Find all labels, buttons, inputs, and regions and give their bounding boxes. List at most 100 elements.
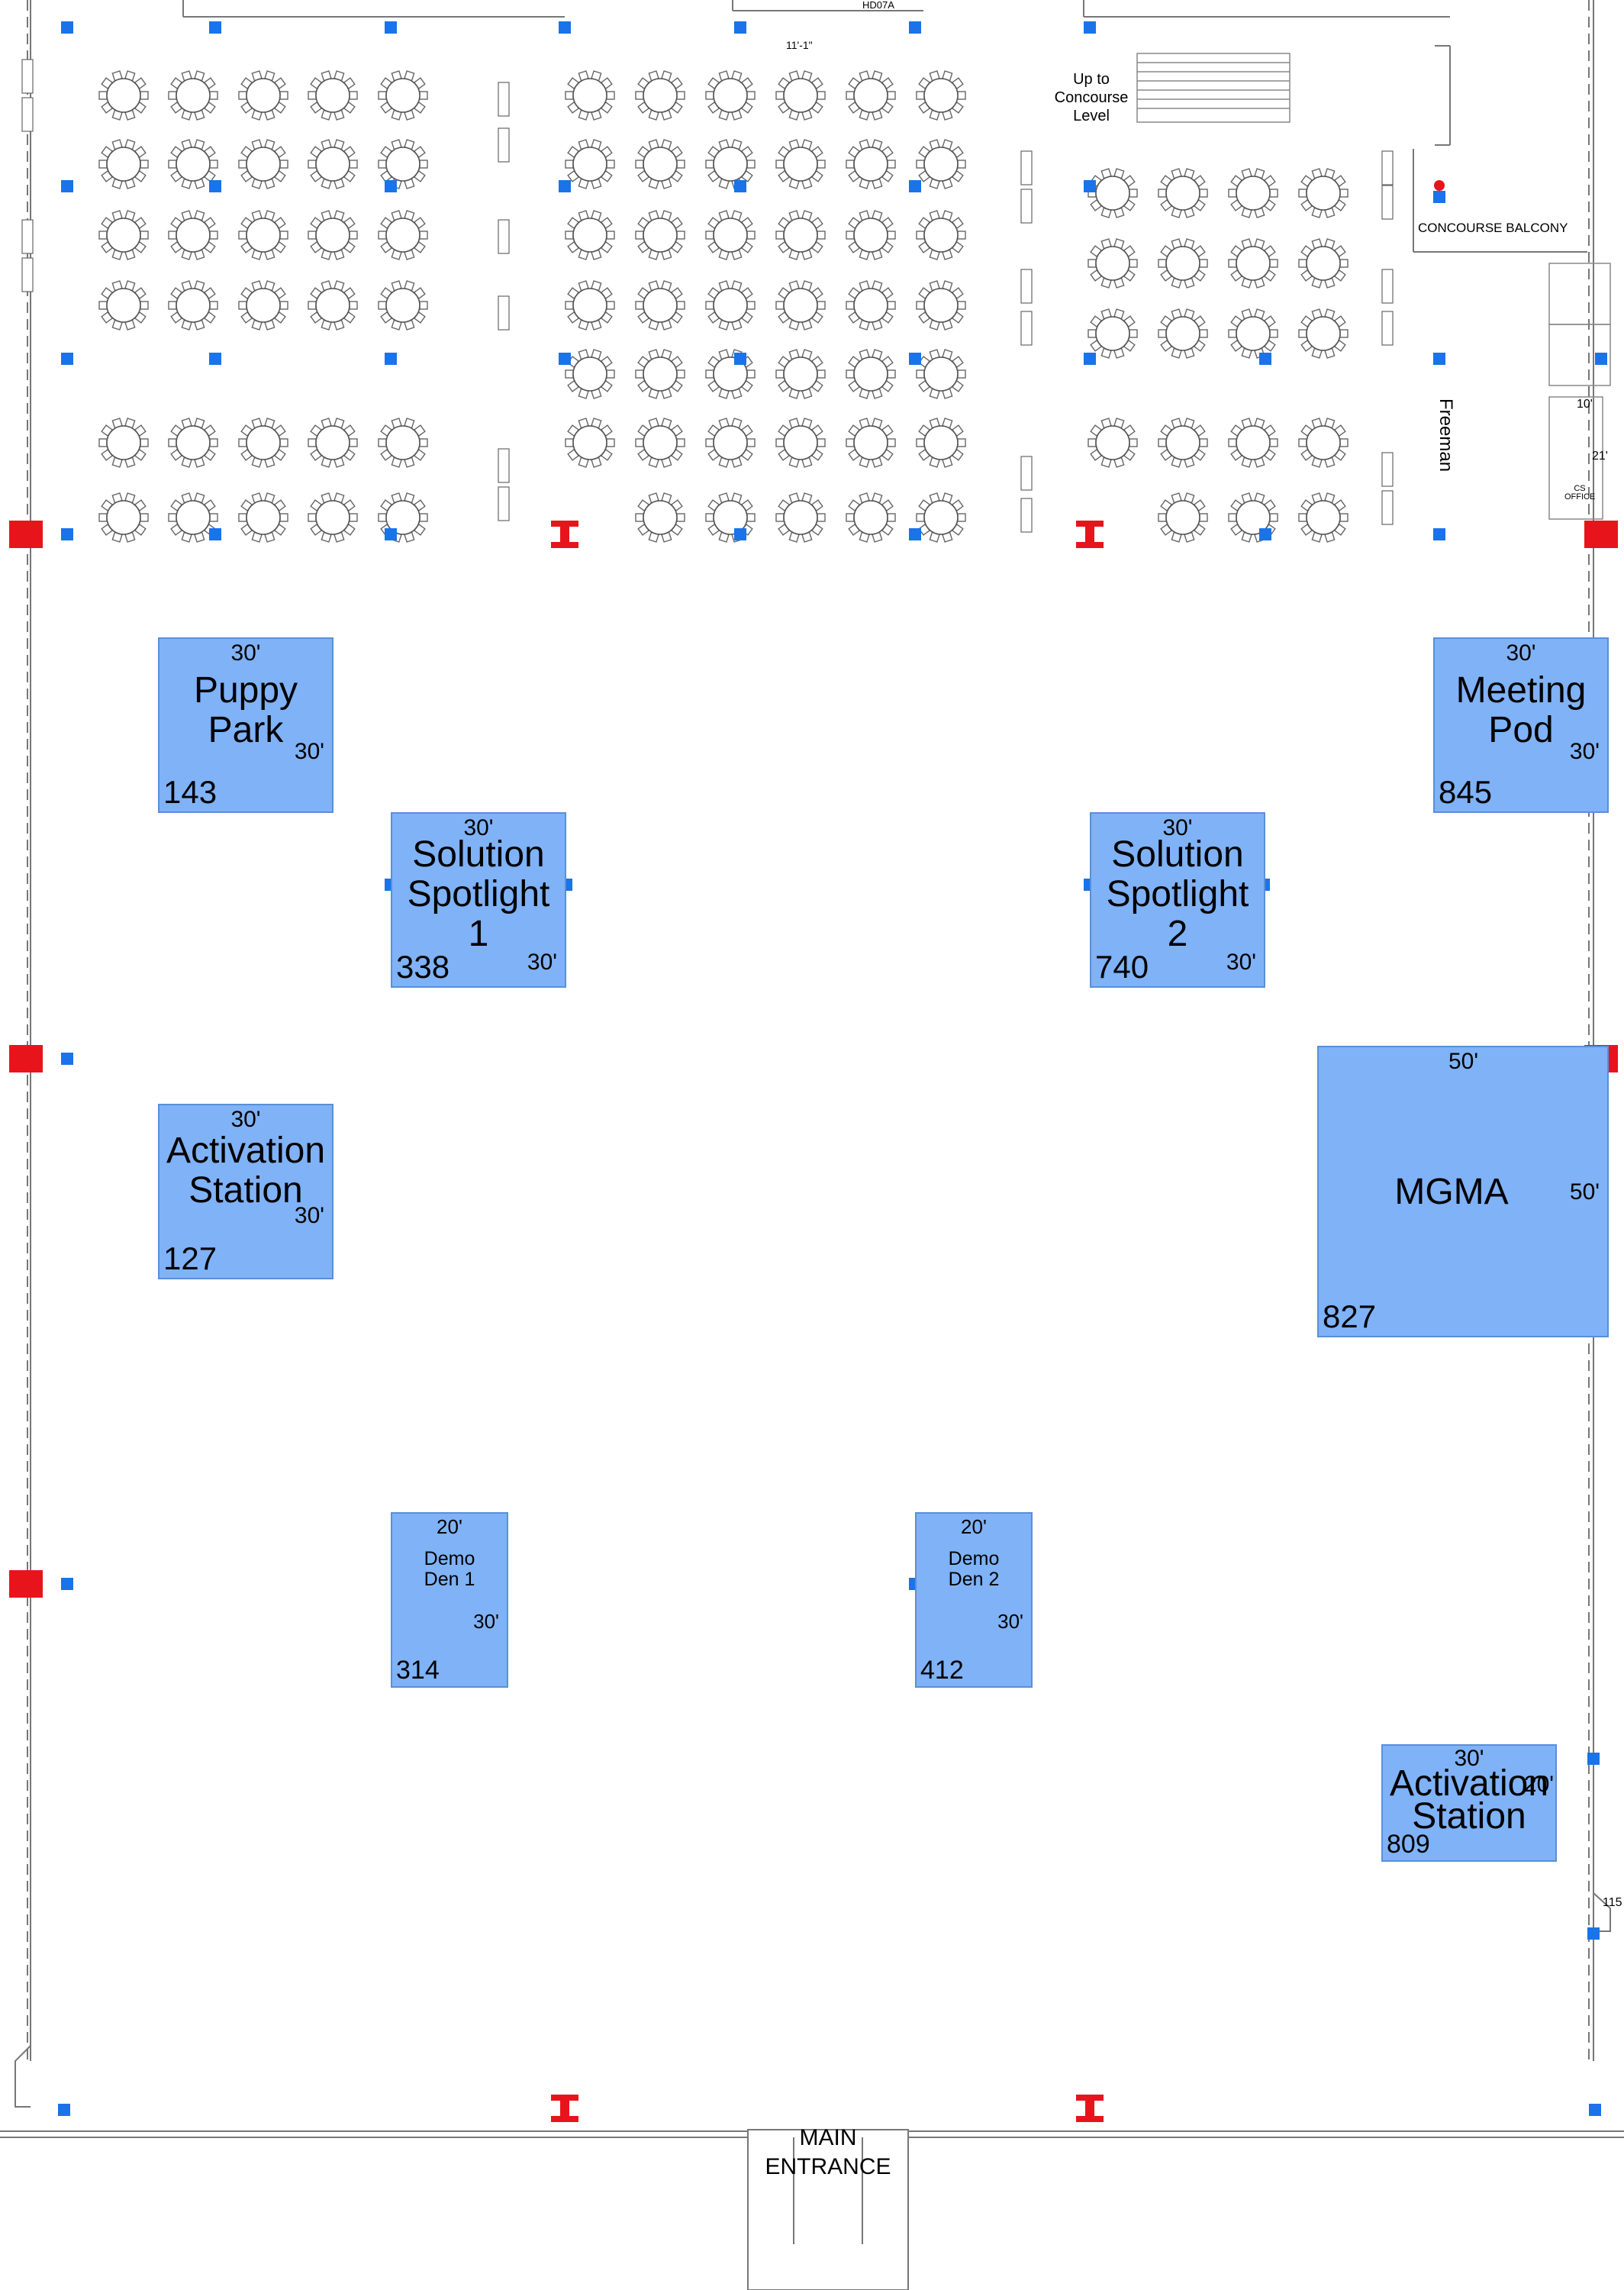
lectern-pad [1020,456,1033,491]
column-marker [1084,21,1096,34]
round-table [916,70,966,121]
lectern-pad [1381,185,1394,220]
column-marker [61,1053,73,1065]
booth-number: 127 [163,1240,218,1276]
booth-depth-label: 30' [1226,950,1256,975]
round-table [308,210,358,260]
booth-width-label: 20' [961,1515,987,1538]
round-table [635,492,685,543]
round-table [846,418,896,468]
round-table [1298,308,1348,359]
round-table [846,70,896,121]
booth-number: 827 [1323,1298,1377,1334]
round-table [378,70,428,121]
round-table [705,492,756,543]
round-table [705,139,756,189]
column-marker [385,180,397,192]
round-table [168,492,218,543]
booth-number: 740 [1095,949,1149,985]
round-table [98,418,149,468]
main-entrance-line1: MAIN [799,2125,857,2150]
column-marker [385,528,397,540]
column-marker [734,180,746,192]
column-marker [1084,180,1096,192]
lectern-pad [21,257,34,292]
booth-depth-label: 30' [1569,739,1600,764]
lectern-pad [21,219,34,254]
round-table [238,70,288,121]
round-table [846,139,896,189]
round-table [916,349,966,399]
lectern-pad [1020,498,1033,533]
round-table [565,418,615,468]
round-table [308,139,358,189]
round-table [1158,308,1208,359]
round-table [775,210,826,260]
lectern-pad [21,97,34,132]
office-area [1548,263,1611,520]
exit-marker [9,521,43,548]
round-tables [98,70,1348,543]
round-table [238,418,288,468]
round-table [1298,492,1348,543]
main-entrance-label[interactable]: MAIN ENTRANCE [763,2127,893,2179]
round-table [775,349,826,399]
booth-width-label: 20' [437,1515,462,1538]
lectern-pad [1381,269,1394,304]
booth-width-label: 50' [1448,1049,1479,1074]
booth-depth-label: 30' [473,1610,499,1633]
round-table [846,349,896,399]
round-table [705,210,756,260]
lectern-pad [498,486,510,521]
column-marker [1259,528,1271,540]
exit-door-marker [1076,2095,1104,2122]
booth-width-label: 30' [1162,815,1193,840]
exit-marker [1584,521,1618,548]
dimension-office-width: 10' [1577,398,1593,411]
room-code-label: HD07A [862,0,894,11]
booth-mgma[interactable]: 50' MGMA 50' 827 [1317,1046,1609,1337]
round-table [1228,308,1278,359]
round-table [775,139,826,189]
booth-width-label: 30' [1506,640,1536,666]
column-marker [385,353,397,365]
round-table [565,349,615,399]
column-marker [61,528,73,540]
column-marker [209,21,221,34]
column-marker [909,528,921,540]
round-table [635,418,685,468]
lectern-pad [1381,490,1394,525]
round-table [916,418,966,468]
round-table [378,280,428,331]
round-table [775,492,826,543]
round-table [1228,492,1278,543]
round-table [168,139,218,189]
booth-width-label: 30' [230,1107,261,1132]
booth-number: 338 [396,949,450,985]
round-table [916,492,966,543]
exit-door-marker [551,521,578,548]
booth-number: 845 [1439,774,1493,810]
round-table [916,210,966,260]
round-table [846,280,896,331]
booth-name: MGMA [1394,1172,1509,1212]
lectern-pad [498,82,510,117]
lectern-pad [21,59,34,94]
round-table [378,210,428,260]
round-table [1228,418,1278,468]
exit-door-marker [1076,521,1104,548]
